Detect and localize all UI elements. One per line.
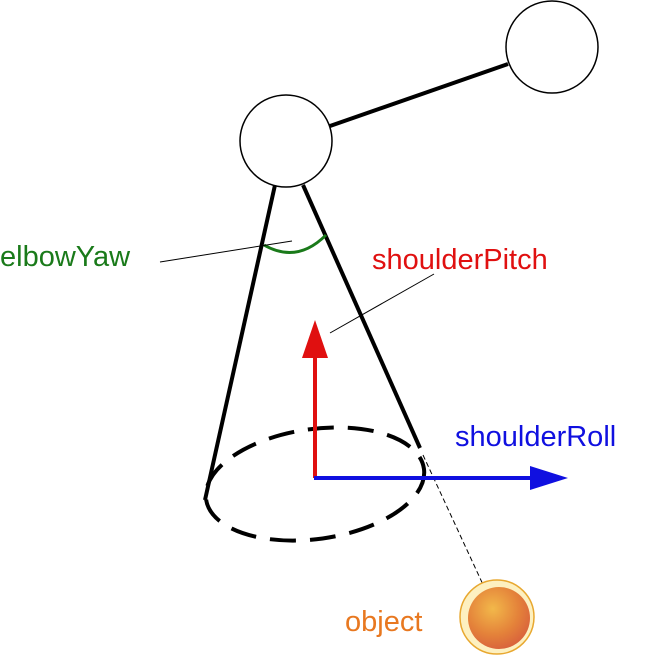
cone-side-left <box>203 184 277 501</box>
cone-side-right <box>301 184 422 449</box>
shoulder-pitch-leader <box>329 273 435 334</box>
elbow-joint <box>239 94 333 188</box>
shoulder-roll-arrowhead <box>530 466 568 490</box>
elbow-yaw-arc <box>263 233 328 254</box>
elbow-yaw-label: elbowYaw <box>0 241 131 273</box>
cone-base-ellipse <box>203 425 427 543</box>
hand-joint <box>505 0 599 94</box>
shoulder-roll-label: shoulderRoll <box>455 421 616 453</box>
arm-link <box>329 62 509 128</box>
elbow-yaw-leader <box>159 240 293 263</box>
object-label: object <box>345 606 422 638</box>
object-sphere <box>468 587 530 649</box>
shoulder-pitch-arrowhead <box>302 320 328 358</box>
shoulder-pitch-label: shoulderPitch <box>372 244 548 276</box>
